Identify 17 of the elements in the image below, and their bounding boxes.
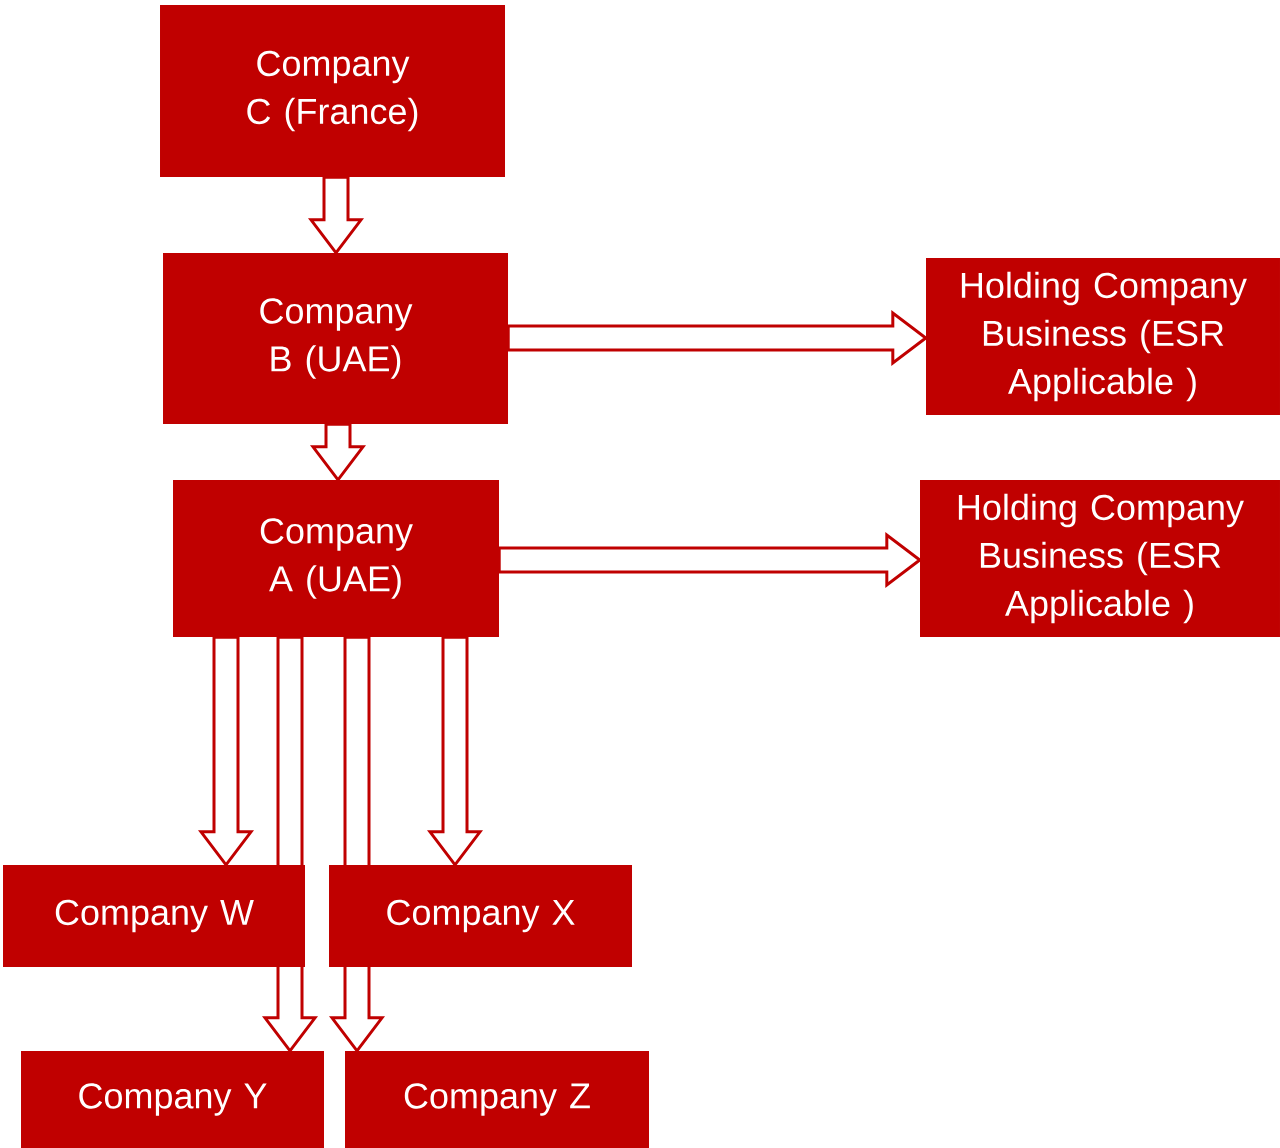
- block-arrow: [262, 635, 319, 1054]
- company-box: Company Z: [345, 1051, 649, 1148]
- company-box: Company C (France): [160, 5, 505, 177]
- block-arrow: [506, 310, 929, 366]
- company-box: Company Y: [21, 1051, 324, 1148]
- company-box: Company B (UAE): [163, 253, 508, 424]
- company-box: Company X: [329, 865, 632, 967]
- block-arrow: [427, 635, 484, 868]
- company-box: Company A (UAE): [173, 480, 499, 637]
- block-arrow: [198, 635, 255, 868]
- block-arrow: [310, 422, 367, 483]
- company-box: Company W: [3, 865, 305, 967]
- holding-box: Holding Company Business (ESR Applicable ): [920, 480, 1280, 637]
- block-arrow: [329, 635, 386, 1054]
- block-arrow: [497, 532, 923, 588]
- holding-box: Holding Company Business (ESR Applicable ): [926, 258, 1280, 415]
- block-arrow: [308, 175, 365, 256]
